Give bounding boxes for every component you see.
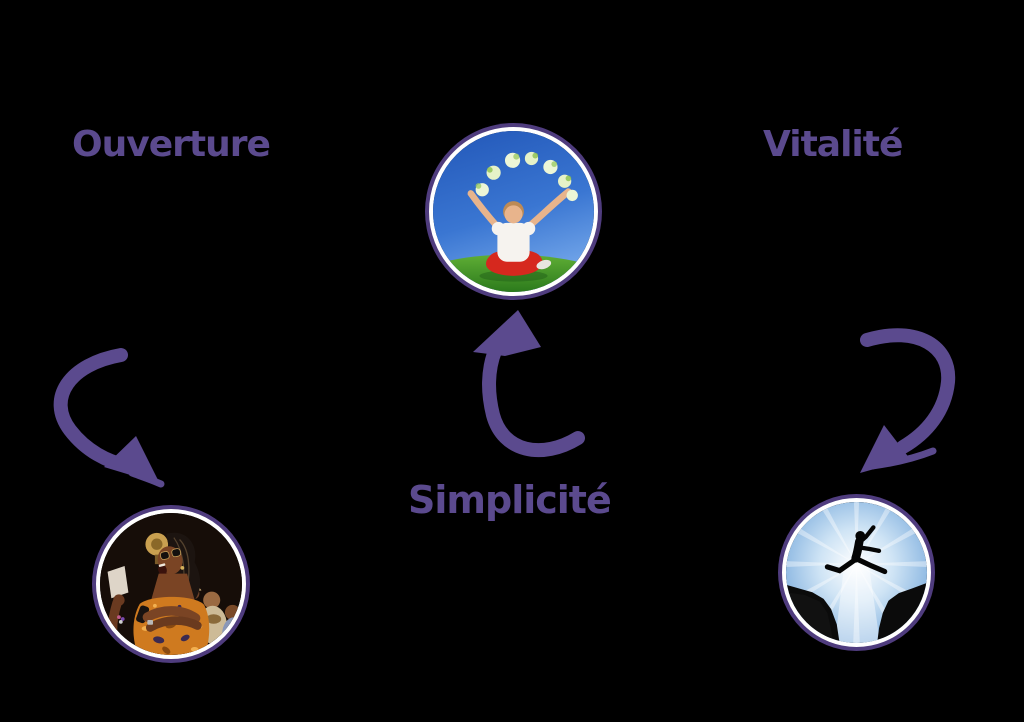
singing-crowd-scene [100,513,242,655]
leaping-man-silhouette [824,525,888,575]
simplicite-label: Simplicité [408,478,612,522]
singing-crowd-photo [96,509,246,659]
vitalite-label: Vitalité [763,124,903,165]
curved-arrow-up-center-icon [473,310,585,458]
curved-arrow-down-right-icon [860,328,956,473]
joyful-woman-flowers-photo [429,127,598,296]
flowers [475,151,578,202]
ouverture-label: Ouverture [72,124,271,165]
cliff-jump-silhouette-photo [782,498,931,647]
curved-arrow-down-left-icon [53,348,165,488]
cliff-jump-scene [786,502,927,643]
joyful-woman-scene [433,131,594,292]
